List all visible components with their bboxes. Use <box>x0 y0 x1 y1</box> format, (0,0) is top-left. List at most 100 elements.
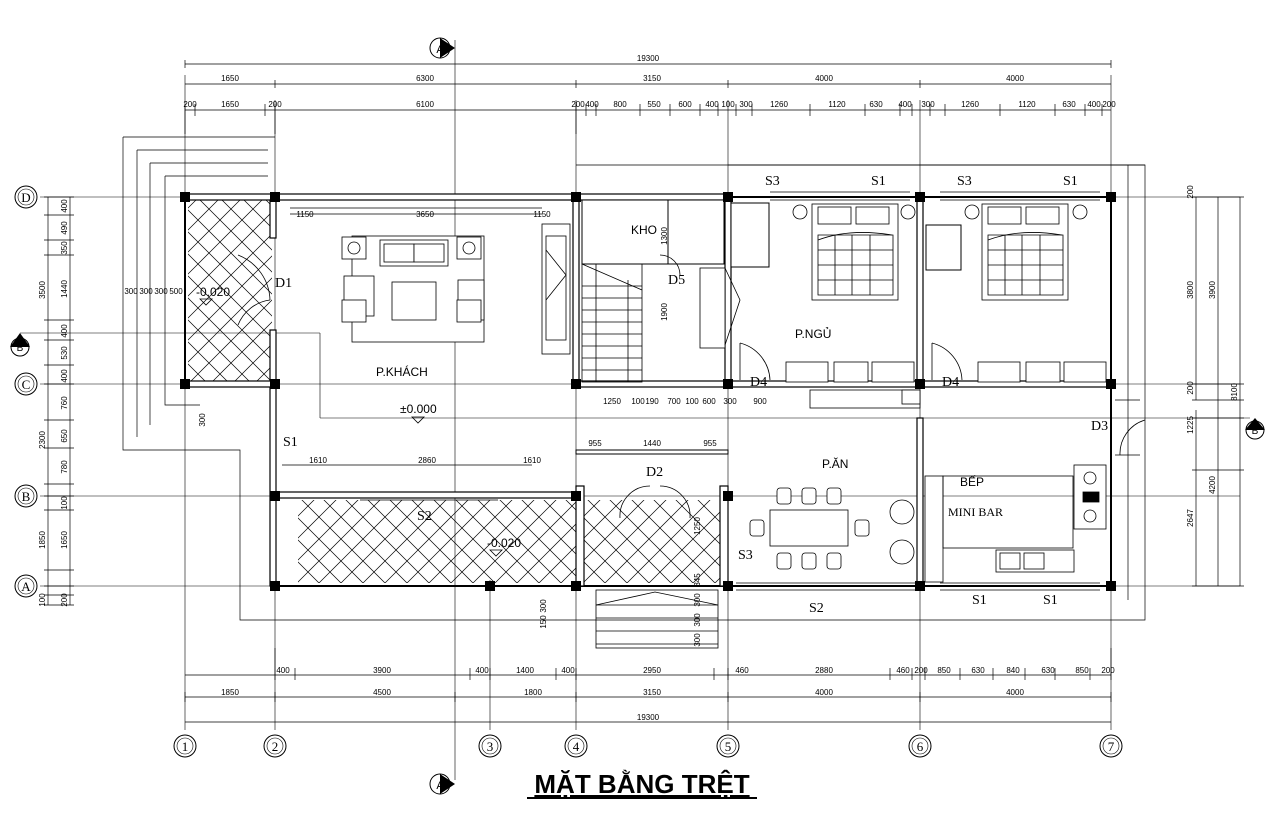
svg-text:C: C <box>22 377 31 392</box>
svg-text:1120: 1120 <box>1018 100 1036 109</box>
svg-text:A: A <box>436 44 444 56</box>
svg-text:460: 460 <box>735 666 749 675</box>
svg-text:400: 400 <box>475 666 489 675</box>
svg-text:1225: 1225 <box>1186 416 1195 434</box>
svg-text:500: 500 <box>169 287 183 296</box>
svg-text:S3: S3 <box>738 548 753 563</box>
svg-text:S3: S3 <box>957 174 972 189</box>
svg-text:2: 2 <box>272 739 279 754</box>
svg-text:200: 200 <box>914 666 928 675</box>
level-living: ±0.000 <box>400 402 437 416</box>
dimension-texts: 19300 1650 6300 3150 4000 4000 200 1650 … <box>38 54 1239 722</box>
svg-text:650: 650 <box>60 429 69 443</box>
axis-grid <box>20 40 1250 780</box>
svg-text:200: 200 <box>60 593 69 607</box>
svg-text:100: 100 <box>721 100 735 109</box>
svg-text:D5: D5 <box>668 273 685 288</box>
svg-text:S3: S3 <box>765 174 780 189</box>
svg-text:8100: 8100 <box>1230 383 1239 401</box>
svg-text:630: 630 <box>869 100 883 109</box>
svg-text:630: 630 <box>1062 100 1076 109</box>
svg-text:400: 400 <box>705 100 719 109</box>
svg-text:4000: 4000 <box>815 74 833 83</box>
bedroom-furniture <box>699 203 1107 409</box>
svg-text:S1: S1 <box>972 593 987 608</box>
svg-text:300: 300 <box>693 613 702 627</box>
svg-text:4: 4 <box>573 739 580 754</box>
grid-bubble-4: 4 <box>564 734 588 758</box>
svg-text:300: 300 <box>198 413 207 427</box>
svg-text:300: 300 <box>139 287 153 296</box>
svg-text:B: B <box>1252 426 1259 437</box>
grid-bubble-d: D <box>14 185 38 209</box>
svg-text:840: 840 <box>1006 666 1020 675</box>
svg-text:A: A <box>21 579 31 594</box>
walls <box>184 193 1112 587</box>
svg-text:3900: 3900 <box>1208 281 1217 299</box>
svg-text:2950: 2950 <box>643 666 661 675</box>
svg-text:1: 1 <box>182 739 189 754</box>
svg-text:S1: S1 <box>1043 593 1058 608</box>
svg-text:D: D <box>21 190 30 205</box>
svg-text:200: 200 <box>268 100 282 109</box>
svg-text:B: B <box>17 343 24 354</box>
svg-text:6300: 6300 <box>416 74 434 83</box>
svg-text:S1: S1 <box>871 174 886 189</box>
svg-text:200: 200 <box>1186 381 1195 395</box>
svg-text:S2: S2 <box>809 601 824 616</box>
level-front-left: -0.020 <box>196 285 230 299</box>
svg-text:630: 630 <box>1041 666 1055 675</box>
svg-text:3150: 3150 <box>643 688 661 697</box>
grid-bubble-2: 2 <box>263 734 287 758</box>
columns <box>180 192 1116 591</box>
svg-text:100: 100 <box>685 397 699 406</box>
svg-text:760: 760 <box>60 396 69 410</box>
svg-text:19300: 19300 <box>637 54 660 63</box>
svg-text:955: 955 <box>703 439 717 448</box>
svg-text:D4: D4 <box>942 375 959 390</box>
svg-text:400: 400 <box>60 199 69 213</box>
svg-text:4200: 4200 <box>1208 476 1217 494</box>
svg-text:1610: 1610 <box>523 456 541 465</box>
svg-text:300: 300 <box>124 287 138 296</box>
svg-text:7: 7 <box>1108 739 1115 754</box>
svg-text:400: 400 <box>585 100 599 109</box>
svg-text:200: 200 <box>183 100 197 109</box>
svg-text:300: 300 <box>693 593 702 607</box>
svg-text:1150: 1150 <box>296 210 314 219</box>
svg-text:345: 345 <box>693 573 702 587</box>
grid-bubble-a: A <box>14 574 38 598</box>
level-porch: -0.020 <box>487 536 521 550</box>
svg-text:300: 300 <box>921 100 935 109</box>
svg-text:100: 100 <box>631 397 645 406</box>
svg-text:1650: 1650 <box>221 100 239 109</box>
svg-text:2300: 2300 <box>38 431 47 449</box>
svg-text:S1: S1 <box>283 435 298 450</box>
svg-text:1440: 1440 <box>643 439 661 448</box>
svg-text:800: 800 <box>613 100 627 109</box>
section-marker-a-bottom: A <box>429 773 455 795</box>
svg-text:D2: D2 <box>646 465 663 480</box>
svg-text:400: 400 <box>898 100 912 109</box>
section-markers: A A B B <box>10 37 1265 795</box>
axis-bubbles: 1 2 3 4 5 6 7 D C B A <box>14 185 1123 758</box>
svg-text:300: 300 <box>723 397 737 406</box>
level-marks: ±0.000 -0.020 -0.020 <box>196 285 521 557</box>
svg-text:19300: 19300 <box>637 713 660 722</box>
svg-text:190: 190 <box>645 397 659 406</box>
svg-text:400: 400 <box>276 666 290 675</box>
svg-text:1800: 1800 <box>524 688 542 697</box>
grid-bubble-7: 7 <box>1099 734 1123 758</box>
svg-text:1260: 1260 <box>770 100 788 109</box>
svg-text:1610: 1610 <box>309 456 327 465</box>
living-furniture <box>341 223 571 355</box>
svg-text:D3: D3 <box>1091 419 1108 434</box>
svg-text:B: B <box>22 489 31 504</box>
svg-text:1260: 1260 <box>961 100 979 109</box>
svg-text:200: 200 <box>1101 666 1115 675</box>
svg-text:1650: 1650 <box>60 531 69 549</box>
svg-text:350: 350 <box>60 241 69 255</box>
svg-text:3900: 3900 <box>373 666 391 675</box>
section-marker-a-top: A <box>429 37 455 59</box>
